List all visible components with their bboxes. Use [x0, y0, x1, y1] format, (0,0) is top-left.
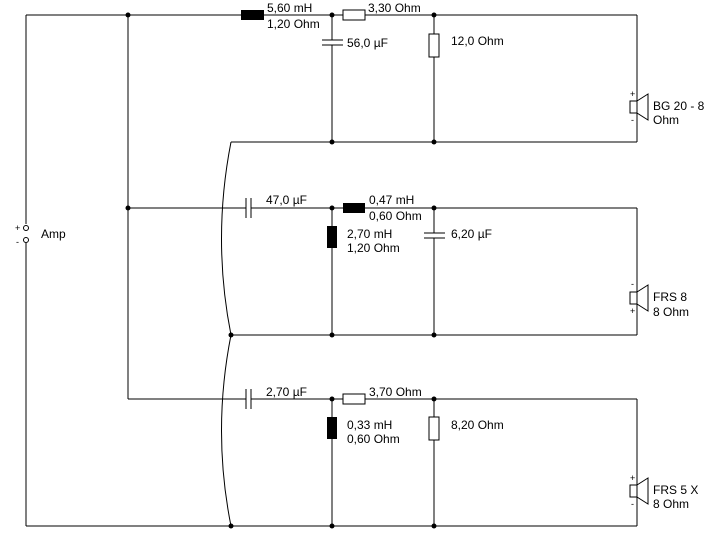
amp-terminal-minus: [23, 237, 29, 243]
shunt-resistor-value: 12,0 Ohm: [451, 34, 504, 48]
shunt-inductor-resistance: 1,20 Ohm: [347, 241, 400, 255]
speaker-polarity-top: -: [631, 279, 634, 289]
shunt-capacitor-value: 6,20 µF: [451, 227, 492, 241]
shunt-capacitor-value: 56,0 µF: [347, 36, 388, 50]
amp-plus-sign: +: [15, 223, 20, 233]
shunt-inductor: [327, 226, 337, 248]
series-capacitor-value: 47,0 µF: [266, 193, 307, 207]
shunt-inductor-value: 2,70 mH: [347, 227, 392, 241]
series-resistor: [342, 9, 366, 21]
speaker-polarity-top: +: [630, 473, 635, 483]
junction-dot: [329, 523, 335, 529]
speaker-name: BG 20 - 8: [653, 99, 705, 113]
branch-frs8: 47,0 µF 0,47 mH 0,60 Ohm 2,70 mH 1,20 Oh…: [128, 193, 689, 338]
series-capacitor-value: 2,70 µF: [266, 385, 307, 399]
speaker-impedance: 8 Ohm: [653, 305, 689, 319]
speaker-polarity-bottom: -: [631, 115, 634, 125]
junction-dot: [228, 523, 234, 529]
speaker-polarity-bottom: +: [630, 306, 635, 316]
speaker-impedance: Ohm: [653, 113, 679, 127]
series-inductor: [241, 10, 264, 20]
junction-dot: [329, 205, 335, 211]
speaker-icon: [629, 93, 649, 121]
junction-dot: [125, 12, 131, 18]
junction-dot: [329, 396, 335, 402]
junction-dot: [431, 396, 437, 402]
shunt-inductor: [327, 417, 337, 439]
junction-dot: [329, 12, 335, 18]
shunt-inductor-resistance: 0,60 Ohm: [347, 432, 400, 446]
branch-bg20: 5,60 mH 1,20 Ohm 3,30 Ohm 56,0 µF 12,0 O…: [231, 1, 705, 145]
speaker-name: FRS 8: [653, 290, 687, 304]
shunt-inductor-value: 0,33 mH: [347, 418, 392, 432]
speaker-name: FRS 5 X: [653, 483, 698, 497]
shunt-resistor-value: 8,20 Ohm: [451, 418, 504, 432]
junction-dot: [431, 523, 437, 529]
speaker-impedance: 8 Ohm: [653, 497, 689, 511]
shunt-resistor: [428, 416, 440, 441]
series-inductor: [343, 203, 365, 213]
series-resistor: [342, 393, 366, 405]
branch-frs5x: 2,70 µF 3,70 Ohm 0,33 mH 0,60 Ohm 8,20 O…: [128, 385, 698, 529]
amp-terminal: + - Amp: [15, 223, 66, 247]
speaker-polarity-top: +: [630, 89, 635, 99]
series-resistor-value: 3,30 Ohm: [368, 1, 421, 15]
speaker-icon: [629, 284, 649, 312]
speaker-polarity-bottom: -: [631, 499, 634, 509]
amp-terminal-plus: [23, 225, 29, 231]
shunt-resistor: [428, 33, 440, 58]
series-resistor-value: 3,70 Ohm: [369, 385, 422, 399]
amp-label: Amp: [41, 227, 66, 241]
junction-dot: [431, 205, 437, 211]
amp-minus-sign: -: [16, 237, 19, 247]
junction-dot: [431, 12, 437, 18]
series-inductor-value: 0,47 mH: [369, 193, 414, 207]
inductor-value: 5,60 mH: [267, 1, 312, 15]
speaker-icon: [629, 477, 649, 505]
inductor-resistance: 1,20 Ohm: [267, 17, 320, 31]
series-inductor-resistance: 0,60 Ohm: [369, 209, 422, 223]
